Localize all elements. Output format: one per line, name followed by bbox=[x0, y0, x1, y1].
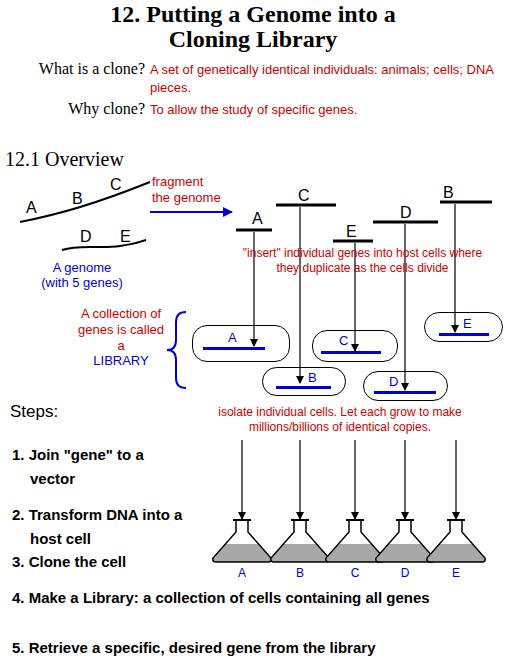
gene-letter: E bbox=[120, 228, 140, 246]
question-text: Why clone? bbox=[10, 100, 145, 118]
flask-liquid bbox=[376, 544, 434, 562]
grow-arrow bbox=[241, 440, 242, 519]
genome-strand bbox=[62, 240, 146, 250]
inserted-gene bbox=[203, 347, 265, 350]
flask-rim bbox=[396, 519, 414, 521]
grow-arrow bbox=[299, 440, 300, 519]
culture-flask: A bbox=[210, 518, 274, 584]
flask-outline bbox=[268, 518, 332, 564]
question-text: What is a clone? bbox=[10, 60, 145, 78]
flask-body bbox=[376, 520, 434, 562]
flask-letter: E bbox=[424, 566, 488, 580]
steps-heading: Steps: bbox=[10, 402, 110, 422]
host-cell: A bbox=[192, 325, 290, 362]
culture-flask: D bbox=[373, 518, 437, 584]
flask-body bbox=[213, 520, 271, 562]
culture-flask: B bbox=[268, 518, 332, 584]
answer-text: To allow the study of specific genes. bbox=[150, 101, 502, 119]
answer-text: A set of genetically identical individua… bbox=[150, 61, 502, 97]
genome-strand bbox=[20, 182, 150, 222]
flask-letter: C bbox=[323, 566, 387, 580]
step-item: 1. Join "gene" to a vector bbox=[12, 443, 190, 491]
inserted-gene bbox=[321, 351, 381, 354]
flask-outline bbox=[424, 518, 488, 564]
flask-liquid bbox=[213, 544, 271, 562]
library-brace bbox=[167, 312, 186, 388]
host-cell: E bbox=[424, 312, 503, 342]
genome-caption: A genome (with 5 genes) bbox=[38, 260, 126, 290]
grow-arrow bbox=[354, 440, 355, 519]
host-cell: B bbox=[262, 367, 346, 396]
process-note: "insert" individual genes into host cell… bbox=[235, 246, 490, 276]
fragment-letter: E bbox=[346, 223, 366, 241]
gene-letter: C bbox=[339, 334, 348, 348]
grow-arrow bbox=[404, 440, 405, 519]
flask-outline bbox=[427, 520, 485, 562]
process-note: isolate individual cells. Let each grow … bbox=[190, 405, 490, 435]
grow-arrow bbox=[455, 440, 456, 519]
insert-arrow bbox=[299, 207, 300, 383]
flask-liquid bbox=[271, 544, 329, 562]
flask-rim bbox=[346, 519, 364, 521]
library-note: A collection of genes is called a bbox=[75, 306, 167, 354]
section-heading: 12.1 Overview bbox=[5, 148, 205, 170]
flask-letter: A bbox=[210, 566, 274, 580]
fragment-letter: C bbox=[298, 187, 318, 205]
culture-flask: C bbox=[323, 518, 387, 584]
dna-fragment bbox=[236, 229, 272, 232]
flask-outline bbox=[376, 520, 434, 562]
host-cell: D bbox=[363, 371, 448, 401]
gene-letter: C bbox=[110, 176, 130, 194]
flask-body bbox=[326, 520, 384, 562]
flask-outline bbox=[326, 520, 384, 562]
inserted-gene bbox=[276, 386, 331, 389]
gene-letter: B bbox=[308, 371, 317, 385]
host-cell: C bbox=[312, 330, 398, 362]
library-term: LIBRARY bbox=[75, 353, 167, 369]
inserted-gene bbox=[439, 333, 489, 336]
gene-letter: D bbox=[80, 228, 100, 246]
flask-liquid bbox=[427, 544, 485, 562]
gene-letter: B bbox=[72, 190, 92, 208]
flask-outline bbox=[213, 520, 271, 562]
step-item: 2. Transform DNA into a host cell bbox=[12, 503, 190, 551]
process-note: fragment the genome bbox=[152, 174, 222, 206]
flask-rim bbox=[447, 519, 465, 521]
flask-body bbox=[271, 520, 329, 562]
flask-outline bbox=[271, 520, 329, 562]
step-item: 5. Retrieve a specific, desired gene fro… bbox=[12, 636, 504, 660]
gene-letter: A bbox=[228, 331, 237, 345]
flask-letter: B bbox=[268, 566, 332, 580]
flask-rim bbox=[233, 519, 251, 521]
fragment-letter: B bbox=[443, 184, 463, 202]
flask-rim bbox=[291, 519, 309, 521]
flask-outline bbox=[210, 518, 274, 564]
step-item: 4. Make a Library: a collection of cells… bbox=[12, 586, 482, 610]
flask-letter: D bbox=[373, 566, 437, 580]
title-heading: 12. Putting a Genome into a Cloning Libr… bbox=[80, 2, 426, 52]
fragment-letter: D bbox=[400, 204, 420, 222]
fragment-arrow bbox=[150, 211, 232, 213]
inserted-gene bbox=[374, 391, 436, 394]
flask-body bbox=[427, 520, 485, 562]
gene-letter: A bbox=[26, 199, 46, 217]
gene-letter: E bbox=[463, 317, 472, 331]
culture-flask: E bbox=[424, 518, 488, 584]
gene-letter: D bbox=[389, 375, 398, 389]
fragment-letter: A bbox=[252, 210, 272, 228]
